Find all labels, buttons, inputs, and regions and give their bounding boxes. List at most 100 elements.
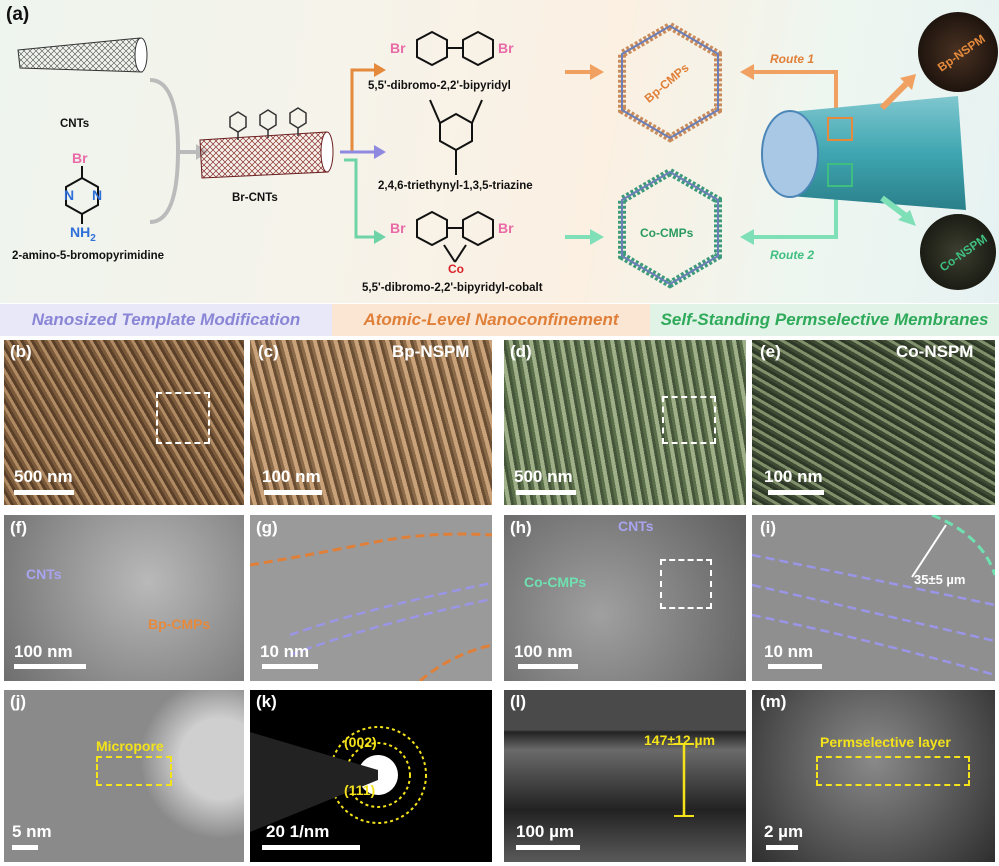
- panel-label-k: (k): [256, 692, 277, 711]
- panel-label-d: (d): [510, 342, 532, 361]
- scale-l: 100 µm: [516, 822, 574, 841]
- label-mol1: 5,5'-dibromo-2,2'-bipyridyl: [368, 80, 511, 92]
- label-cnts: CNTs: [60, 118, 90, 130]
- label-mol3: 5,5'-dibromo-2,2'-bipyridyl-cobalt: [362, 282, 543, 294]
- panel-h-tem: [504, 515, 746, 681]
- bp-nspm-photo: [918, 12, 998, 92]
- panel-label-i: (i): [760, 518, 777, 537]
- atom-br-mol3-right: Br: [498, 220, 514, 236]
- scale-bar-j: [12, 845, 38, 850]
- label-route1: Route 1: [770, 52, 815, 66]
- bipyridyl-cobalt-icon: [416, 210, 494, 263]
- scale-bar-m: [766, 845, 798, 850]
- ring-111: (111): [344, 782, 376, 798]
- tag-f-bp-cmps: Bp-CMPs: [148, 616, 211, 632]
- panel-label-e: (e): [760, 342, 781, 361]
- scale-bar-f: [14, 664, 86, 669]
- atom-br-precursor: Br: [72, 150, 88, 166]
- panel-label-c: (c): [258, 342, 279, 361]
- ring-002: (002): [344, 734, 377, 750]
- panel-label-h: (h): [510, 518, 532, 537]
- scale-c: 100 nm: [262, 467, 321, 486]
- scale-k: 20 1/nm: [266, 822, 330, 841]
- triazine-icon: [429, 99, 483, 175]
- scale-bar-d: [516, 490, 576, 495]
- membrane-tube-icon: [761, 96, 966, 210]
- panel-k-saed: [250, 690, 492, 862]
- tag-h-co-cmps: Co-CMPs: [524, 574, 587, 590]
- scheme-graphics: [17, 12, 998, 290]
- measure-i: 35±5 µm: [914, 572, 966, 587]
- label-mol2: 2,4,6-triethynyl-1,3,5-triazine: [378, 180, 533, 192]
- label-co-cmps: Co-CMPs: [640, 226, 694, 240]
- scale-m: 2 µm: [764, 822, 804, 841]
- permselective-box: [816, 756, 970, 786]
- tag-permselective-layer: Permselective layer: [820, 734, 951, 750]
- tag-f-cnts: CNTs: [26, 566, 62, 582]
- atom-br-mol1-left: Br: [390, 40, 406, 56]
- scale-i: 10 nm: [764, 642, 814, 661]
- panel-d-sem: [504, 340, 746, 505]
- measure-l: 147±12 µm: [644, 732, 716, 748]
- scale-b: 500 nm: [14, 467, 73, 486]
- panel-f-tem: [4, 515, 244, 681]
- atom-co: Co: [448, 262, 464, 276]
- scale-bar-k: [262, 845, 360, 850]
- scale-j: 5 nm: [12, 822, 52, 841]
- band-nanoconfinement: Atomic-Level Nanoconfinement: [332, 304, 650, 336]
- scale-bar-e: [768, 490, 824, 495]
- panel-g-tem: [250, 515, 492, 681]
- scale-g: 10 nm: [260, 642, 310, 661]
- atom-br-mol1-right: Br: [498, 40, 514, 56]
- pyrimidine-icon: [65, 166, 99, 224]
- panel-i-tem: [752, 515, 995, 681]
- panel-c-sem: [250, 340, 492, 505]
- bipyridyl-icon: [416, 30, 494, 67]
- title-e: Co-NSPM: [896, 342, 974, 361]
- scale-f: 100 nm: [14, 642, 73, 661]
- atom-nh2: NH2: [70, 224, 96, 244]
- scale-d: 500 nm: [514, 467, 573, 486]
- scale-bar-g: [262, 664, 318, 669]
- co-nspm-photo: [920, 214, 996, 290]
- title-c: Bp-NSPM: [392, 342, 470, 361]
- zoom-box: [156, 392, 210, 444]
- panel-m-sem: [752, 690, 995, 862]
- atom-n-precursor-2: N: [92, 187, 103, 203]
- zoom-box: [662, 396, 716, 444]
- br-cnt-icon: [199, 107, 334, 179]
- band-template: Nanosized Template Modification: [0, 304, 332, 336]
- atom-n-precursor: N: [64, 187, 75, 203]
- tag-micropore: Micropore: [96, 738, 164, 754]
- label-precursor: 2-amino-5-bromopyrimidine: [12, 250, 165, 262]
- scale-e: 100 nm: [764, 467, 823, 486]
- tag-h-cnts: CNTs: [618, 518, 654, 534]
- scale-bar-c: [264, 490, 322, 495]
- atom-br-mol3-left: Br: [390, 220, 406, 236]
- scale-bar-h: [518, 664, 578, 669]
- panel-label-j: (j): [10, 692, 27, 711]
- zoom-box: [660, 559, 712, 609]
- scale-bar-b: [14, 490, 74, 495]
- panel-b-sem: [4, 340, 244, 505]
- micropore-box: [96, 756, 172, 786]
- merge-bracket: [149, 78, 181, 224]
- scale-bar-l: [516, 845, 580, 850]
- panel-label-l: (l): [510, 692, 527, 711]
- label-route2: Route 2: [770, 248, 815, 262]
- bp-cmp-framework-icon: [618, 21, 722, 143]
- co-cmp-framework-icon: [618, 167, 722, 289]
- scale-bar-i: [768, 664, 822, 669]
- scale-h: 100 nm: [514, 642, 573, 661]
- panel-label-b: (b): [10, 342, 32, 361]
- panel-e-sem: [752, 340, 995, 505]
- panel-label-m: (m): [760, 692, 787, 711]
- band-membranes: Self-Standing Permselective Membranes: [650, 304, 999, 336]
- panel-label-a: (a): [6, 4, 30, 25]
- cnt-icon: [17, 37, 148, 73]
- panel-label-f: (f): [10, 518, 27, 537]
- panel-label-g: (g): [256, 518, 278, 537]
- label-br-cnts: Br-CNTs: [232, 192, 278, 204]
- panel-j-tem: [4, 690, 244, 862]
- panel-l-sem: [504, 690, 746, 862]
